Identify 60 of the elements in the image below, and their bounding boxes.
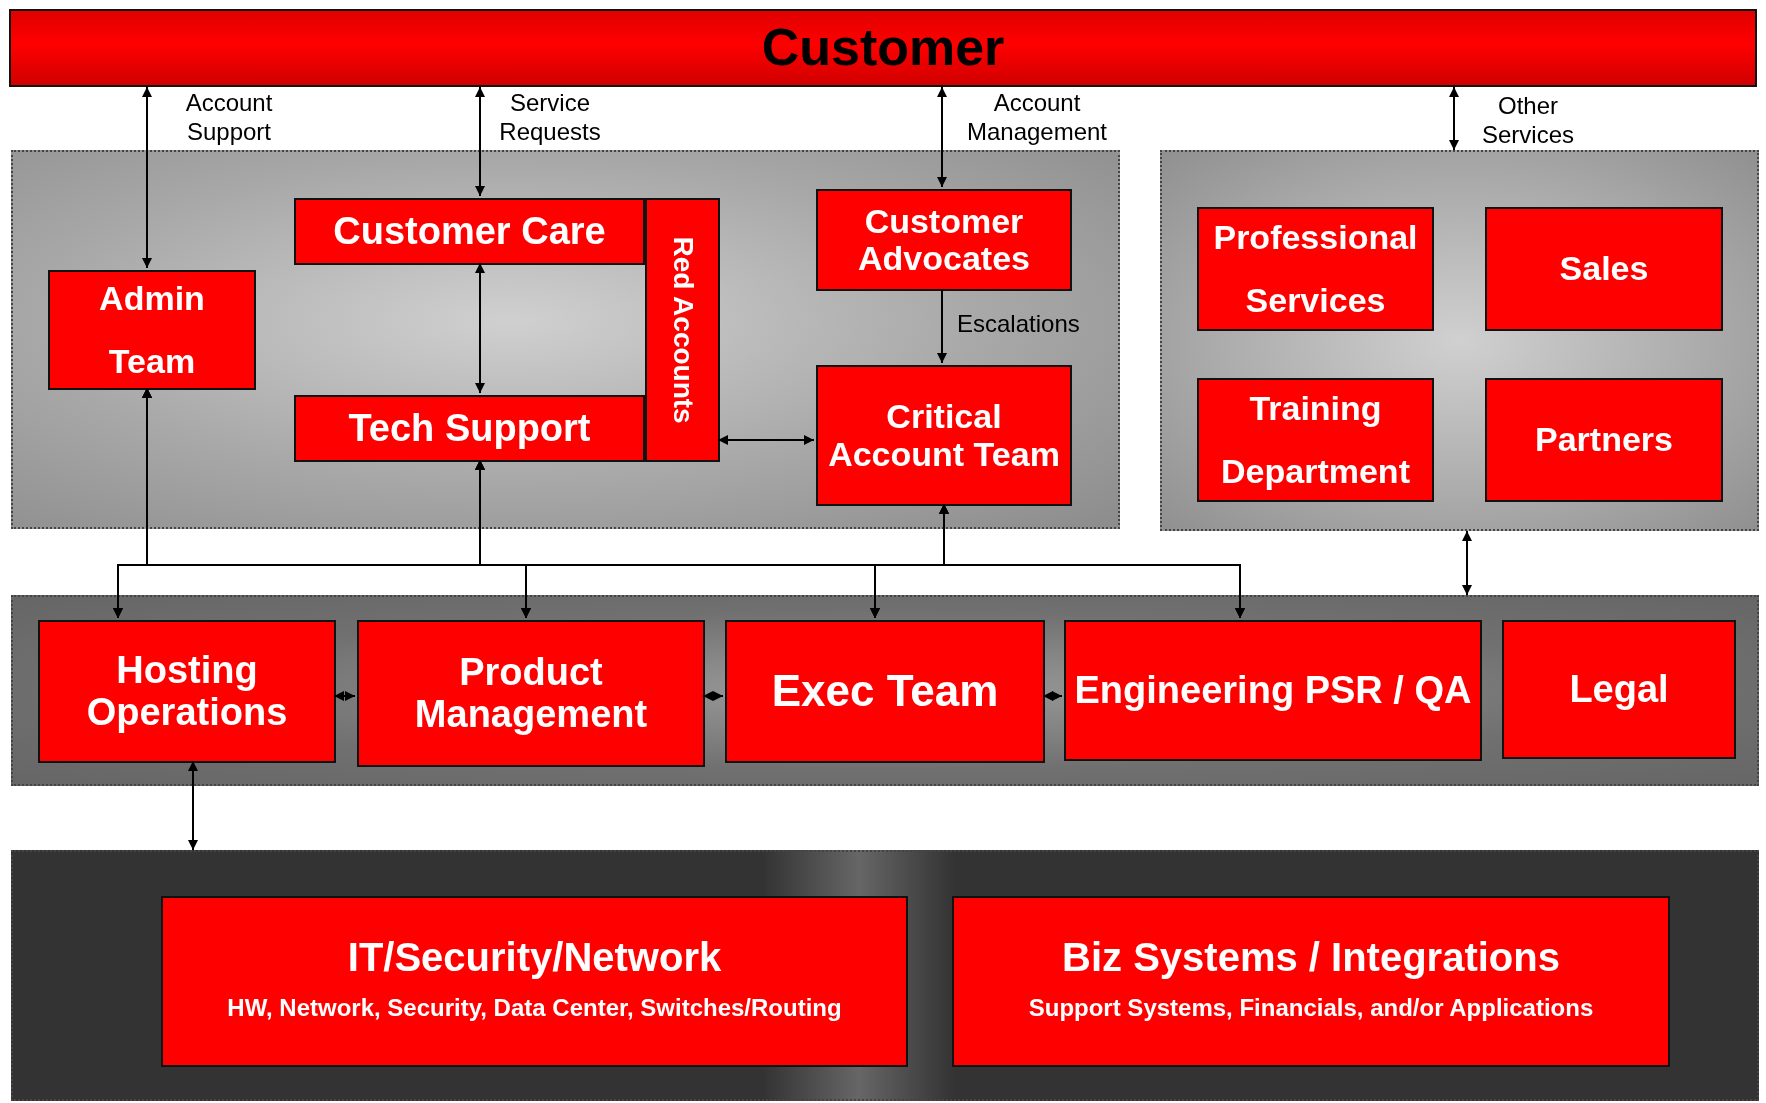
- team-box: [294, 395, 645, 462]
- team-box: [1485, 378, 1723, 502]
- team-box: [1485, 207, 1723, 331]
- box-label: Customer: [761, 18, 1005, 78]
- arrow: [475, 86, 485, 197]
- edge-label: Other Services: [1481, 91, 1575, 149]
- edge-label: Account Management: [965, 88, 1109, 146]
- team-box: [1197, 378, 1434, 502]
- arrow: [188, 760, 198, 851]
- team-box: [294, 198, 645, 265]
- group-panel: [11, 850, 1759, 1101]
- box-label: Sales: [1559, 249, 1649, 289]
- team-box: [952, 896, 1670, 1067]
- arrow: [702, 691, 724, 701]
- team-box: [48, 270, 256, 390]
- box-label: Biz Systems / Integrations: [1062, 933, 1560, 980]
- team-box: [725, 620, 1045, 763]
- arrow: [142, 86, 152, 269]
- group-panel: [1160, 150, 1759, 531]
- team-box: [38, 620, 336, 763]
- team-box: [816, 365, 1072, 506]
- arrow: [717, 435, 815, 445]
- team-box: [161, 896, 908, 1067]
- box-label: Product Management: [413, 651, 649, 736]
- box-sublabel: Support Systems, Financials, and/or Applications: [1028, 992, 1594, 1023]
- edge-label: Escalations: [957, 309, 1081, 338]
- arrow: [1449, 86, 1459, 151]
- team-box: [1064, 620, 1482, 761]
- arrow: [475, 262, 485, 394]
- box-label: Training Department: [1220, 388, 1411, 492]
- box-label: Tech Support: [348, 406, 591, 451]
- group-panel: [11, 595, 1759, 786]
- team-box: [1197, 207, 1434, 331]
- arrow: [1462, 530, 1472, 596]
- box-label: Legal: [1569, 667, 1669, 712]
- arrow: [937, 86, 947, 188]
- arrow: [333, 691, 356, 701]
- header-bar: [9, 9, 1757, 87]
- team-box: [645, 198, 720, 462]
- box-label: Hosting Operations: [85, 649, 289, 734]
- team-box: [357, 620, 705, 767]
- arrow: [1042, 691, 1063, 701]
- box-label: Customer Care: [333, 209, 606, 254]
- box-label: IT/Security/Network: [347, 933, 722, 980]
- team-box: [816, 189, 1072, 291]
- box-label: Admin Team: [98, 278, 206, 382]
- box-label: Customer Advocates: [857, 202, 1031, 278]
- box-label: Professional Services: [1212, 217, 1419, 321]
- arrow: [939, 503, 1245, 619]
- team-box: [1502, 620, 1736, 759]
- box-label: Partners: [1535, 420, 1673, 460]
- group-panel: [11, 150, 1120, 529]
- box-label: Exec Team: [771, 666, 999, 717]
- arrow: [937, 288, 947, 364]
- box-label: Engineering PSR / QA: [1074, 668, 1472, 714]
- edge-label: Account Support: [184, 88, 274, 146]
- box-label: Critical Account Team: [827, 398, 1061, 473]
- box-label: Red Accounts: [666, 236, 699, 424]
- edge-label: Service Requests: [498, 88, 602, 146]
- box-sublabel: HW, Network, Security, Data Center, Switches/Routing: [227, 992, 842, 1023]
